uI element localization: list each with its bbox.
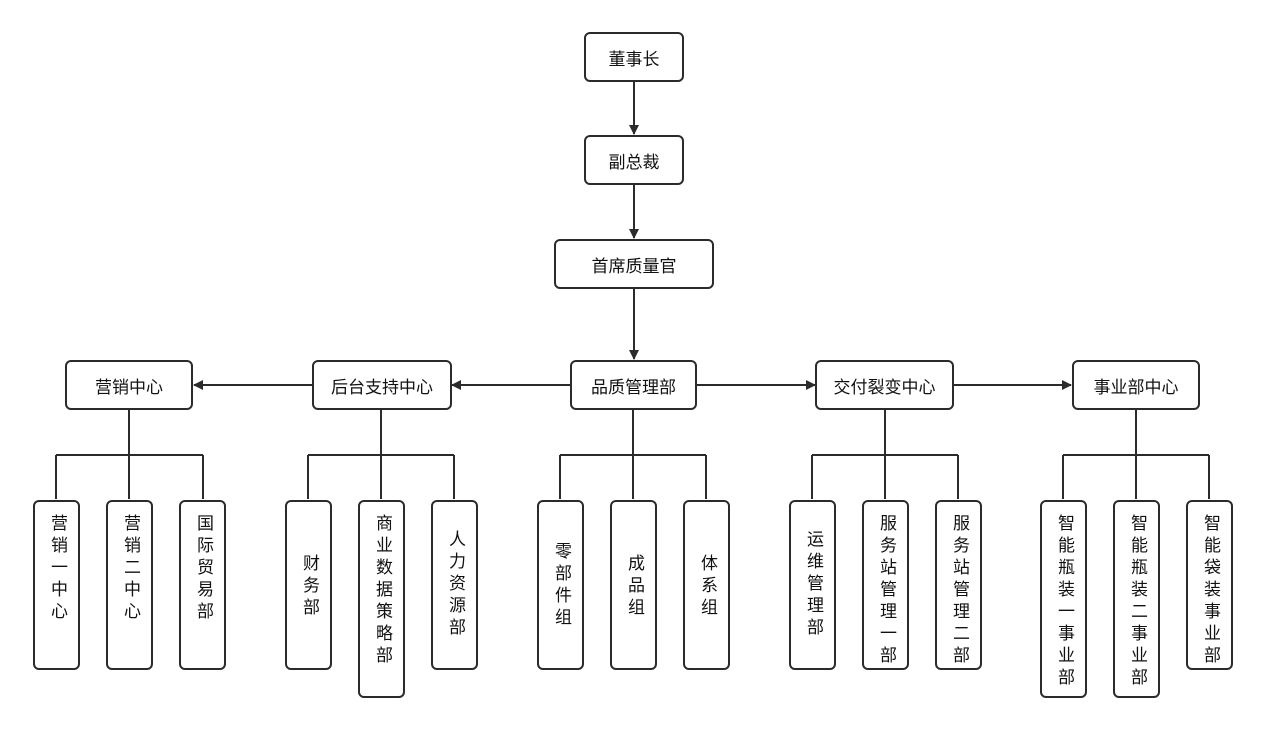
sub-node-delivery-3: 服务站管理二部 <box>935 500 982 670</box>
bracket-business <box>1062 410 1210 499</box>
sub-node-marketing-3: 国际贸易部 <box>179 500 226 670</box>
sub-node-business-3: 智能袋装事业部 <box>1186 500 1233 670</box>
sub-node-label: 服务站管理二部 <box>949 514 969 668</box>
vice-president-node: 副总裁 <box>584 135 684 185</box>
sub-node-label: 营销一中心 <box>47 514 67 624</box>
sub-node-backoffice-2: 商业数据策略部 <box>358 500 405 698</box>
sub-node-label: 成品组 <box>624 554 644 620</box>
sub-node-quality-1: 零部件组 <box>537 500 584 670</box>
sub-node-quality-2: 成品组 <box>610 500 657 670</box>
sub-node-business-1: 智能瓶装一事业部 <box>1040 500 1087 698</box>
cqo-node: 首席质量官 <box>554 239 714 289</box>
sub-node-label: 零部件组 <box>551 542 571 630</box>
chairman-node: 董事长 <box>584 32 684 82</box>
sub-node-label: 人力资源部 <box>445 530 465 640</box>
sub-node-label: 财务部 <box>299 554 319 620</box>
marketing-center-node: 营销中心 <box>65 360 193 410</box>
sub-node-quality-3: 体系组 <box>683 500 730 670</box>
sub-node-label: 体系组 <box>697 554 717 620</box>
sub-node-business-2: 智能瓶装二事业部 <box>1113 500 1160 698</box>
bracket-quality <box>559 410 707 499</box>
bracket-delivery <box>811 410 959 499</box>
sub-node-backoffice-1: 财务部 <box>285 500 332 670</box>
business-center-node: 事业部中心 <box>1072 360 1200 410</box>
sub-node-delivery-1: 运维管理部 <box>789 500 836 670</box>
sub-node-marketing-1: 营销一中心 <box>33 500 80 670</box>
quality-dept-node: 品质管理部 <box>570 360 697 410</box>
delivery-center-node: 交付裂变中心 <box>815 360 954 410</box>
sub-node-label: 智能瓶装二事业部 <box>1127 514 1147 690</box>
sub-node-label: 服务站管理一部 <box>876 514 896 668</box>
sub-node-label: 智能袋装事业部 <box>1200 514 1220 668</box>
sub-node-label: 国际贸易部 <box>193 514 213 624</box>
sub-node-label: 营销二中心 <box>120 514 140 624</box>
backoffice-center-node: 后台支持中心 <box>312 360 452 410</box>
sub-node-label: 智能瓶装一事业部 <box>1054 514 1074 690</box>
sub-node-backoffice-3: 人力资源部 <box>431 500 478 670</box>
sub-node-label: 运维管理部 <box>803 530 823 640</box>
bracket-backoffice <box>307 410 455 499</box>
sub-node-delivery-2: 服务站管理一部 <box>862 500 909 670</box>
sub-node-label: 商业数据策略部 <box>372 514 392 668</box>
sub-node-marketing-2: 营销二中心 <box>106 500 153 670</box>
bracket-marketing <box>55 410 204 499</box>
